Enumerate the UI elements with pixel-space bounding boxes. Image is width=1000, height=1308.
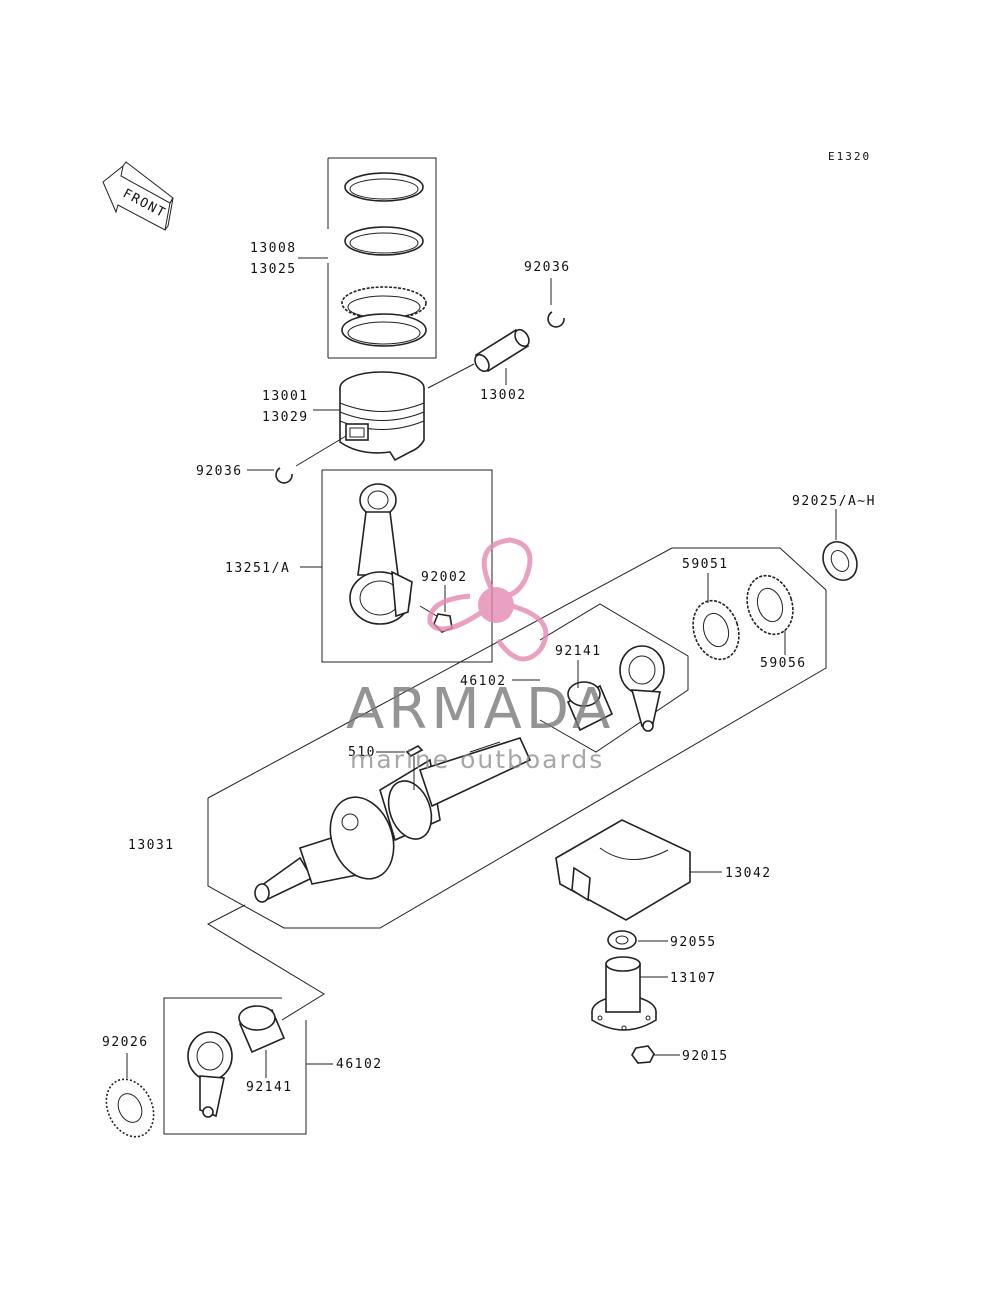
watermark-subtitle: marine outboards — [350, 745, 604, 774]
label-13107: 13107 — [670, 971, 717, 986]
circlip-lower — [275, 467, 293, 484]
label-92025: 92025/A~H — [792, 494, 876, 509]
label-92002: 92002 — [421, 570, 468, 585]
front-arrow-icon: FRONT — [102, 161, 174, 231]
label-13029: 13029 — [262, 410, 309, 425]
label-59056: 59056 — [760, 656, 807, 671]
crank-shim — [822, 541, 858, 581]
label-13025: 13025 — [250, 262, 297, 277]
label-92141-upper: 92141 — [555, 644, 602, 659]
circlip-upper — [547, 311, 565, 328]
lower-balancer-bearing — [238, 1005, 286, 1054]
crank-gear — [692, 599, 740, 661]
label-92036-lower: 92036 — [196, 464, 243, 479]
label-13042: 13042 — [725, 866, 772, 881]
label-46102-upper: 46102 — [460, 674, 507, 689]
piston-ring-top — [344, 172, 424, 202]
washer-92055 — [607, 930, 637, 950]
lower-balancer-weight — [187, 1031, 233, 1118]
crankshaft-box — [207, 547, 827, 929]
balancer-weight — [619, 645, 665, 732]
lower-thrust-washer — [105, 1078, 155, 1138]
piston — [339, 371, 425, 462]
label-92055: 92055 — [670, 935, 717, 950]
oil-ring — [341, 286, 427, 347]
piston-pin — [474, 328, 530, 373]
balancer-box — [539, 603, 689, 753]
lower-balancer-box — [163, 997, 307, 1135]
label-510: 510 — [348, 745, 376, 760]
connecting-rod-box — [300, 469, 493, 663]
label-13002: 13002 — [480, 388, 527, 403]
connecting-rod — [349, 483, 413, 625]
diagram-code: E1320 — [828, 150, 871, 163]
label-59051: 59051 — [682, 557, 729, 572]
front-label: FRONT — [120, 186, 168, 221]
piston-ring-second — [344, 226, 424, 256]
label-46102-lower: 46102 — [336, 1057, 383, 1072]
main-bearing-housing — [555, 819, 691, 921]
woodruff-key — [405, 745, 424, 757]
balancer-gear — [746, 574, 794, 636]
label-92141-lower: 92141 — [246, 1080, 293, 1095]
watermark-title: ARMADA — [346, 677, 614, 742]
lower-balancer-leader — [206, 904, 325, 1021]
label-13251: 13251/A — [225, 561, 290, 576]
crankshaft — [254, 737, 532, 903]
label-92026: 92026 — [102, 1035, 149, 1050]
label-92036-upper: 92036 — [524, 260, 571, 275]
nut-92015 — [631, 1045, 655, 1064]
label-13031: 13031 — [128, 838, 175, 853]
propeller-logo-icon — [427, 537, 549, 662]
piston-ring-box — [298, 157, 437, 359]
label-92015: 92015 — [682, 1049, 729, 1064]
label-13001: 13001 — [262, 389, 309, 404]
balancer-bearing-upper — [566, 681, 614, 732]
shaft-housing-13107 — [591, 956, 657, 1031]
label-13008: 13008 — [250, 241, 297, 256]
